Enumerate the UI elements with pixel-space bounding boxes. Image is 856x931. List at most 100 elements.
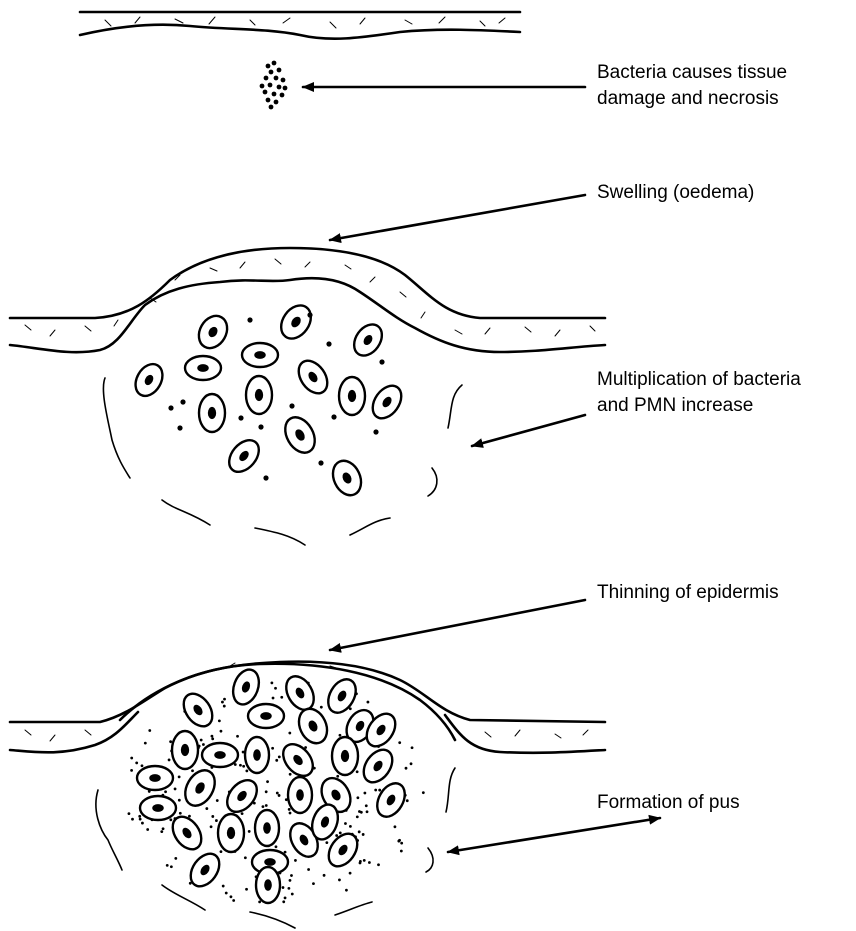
pus-dot [141, 822, 144, 825]
stage-1-hatching [105, 17, 505, 28]
pus-dot [128, 812, 131, 815]
bacterium-dot [277, 68, 282, 73]
pus-dot [170, 865, 173, 868]
pus-dot [188, 815, 191, 818]
arrow-swelling [330, 195, 585, 240]
pus-dot [230, 895, 233, 898]
pus-dot [288, 808, 291, 811]
label-multiplication-line-1: Multiplication of bacteria [597, 367, 801, 393]
pus-dot [210, 825, 213, 828]
pus-dot [218, 719, 221, 722]
pus-dot [289, 879, 292, 882]
pmn-cell [140, 796, 176, 820]
pus-dot [422, 791, 425, 794]
label-bacteria: Bacteria causes tissue damage and necros… [597, 60, 787, 112]
arrow-thinning [330, 600, 585, 650]
pmn-cell [221, 774, 263, 817]
bacterium-dot [177, 425, 182, 430]
pus-dot [138, 815, 141, 818]
pus-dot [178, 799, 181, 802]
pmn-cell [372, 778, 411, 821]
label-swelling-line-1: Swelling (oedema) [597, 180, 754, 206]
label-multiplication-line-2: and PMN increase [597, 393, 801, 419]
pus-dot [289, 812, 292, 815]
pus-dot [211, 815, 214, 818]
bacterium-dot [260, 84, 265, 89]
pus-dot [325, 841, 328, 844]
bacterium-dot [266, 98, 271, 103]
pus-dot [339, 831, 342, 834]
pus-dot [405, 767, 408, 770]
bacterium-dot [280, 93, 285, 98]
arrow-multiplication [472, 415, 585, 446]
bacterium-dot [180, 399, 185, 404]
bacterium-dot [307, 312, 312, 317]
pmn-cell [199, 394, 225, 432]
pus-dot [394, 825, 397, 828]
pmn-cell [193, 311, 233, 353]
pus-dot [148, 729, 151, 732]
pus-dot [344, 822, 347, 825]
pus-dot [146, 828, 149, 831]
pus-dot [222, 885, 225, 888]
pus-dot [168, 759, 171, 762]
pus-dot [271, 747, 274, 750]
bacterium-dot [289, 403, 294, 408]
pmn-cell [167, 811, 207, 854]
pus-dot [139, 818, 142, 821]
bacterium-dot [379, 359, 384, 364]
pus-dot [169, 740, 172, 743]
pus-dot [363, 859, 366, 862]
pus-dot [358, 810, 361, 813]
pus-dot [275, 759, 278, 762]
stage-2-cells [130, 300, 407, 500]
pus-dot [410, 762, 413, 765]
label-pus: Formation of pus [597, 790, 740, 816]
pus-dot [169, 818, 172, 821]
pus-dot [130, 769, 133, 772]
pus-dot [336, 775, 339, 778]
pus-dot [130, 757, 133, 760]
pmn-cell [275, 300, 317, 344]
pus-dot [378, 789, 381, 792]
bacterium-dot [268, 83, 273, 88]
pus-dot [162, 827, 165, 830]
pus-dot [365, 804, 368, 807]
pmn-cell [245, 737, 269, 773]
bacteria-cluster [260, 61, 288, 110]
pus-dot [312, 882, 315, 885]
pmn-cell [328, 456, 367, 500]
pus-dot [406, 799, 409, 802]
pus-dot [398, 741, 401, 744]
pus-dot [291, 893, 294, 896]
pus-dot [232, 899, 235, 902]
bacterium-dot [274, 76, 279, 81]
pus-dot [366, 810, 369, 813]
pus-dot [338, 879, 341, 882]
pmn-cell [279, 412, 321, 458]
label-swelling: Swelling (oedema) [597, 180, 754, 206]
pus-dot [339, 734, 342, 737]
bacterium-dot [281, 78, 286, 83]
bacterium-dot [373, 429, 378, 434]
label-bacteria-line-1: Bacteria causes tissue [597, 60, 787, 86]
pus-dot [287, 887, 290, 890]
label-multiplication: Multiplication of bacteria and PMN incre… [597, 367, 801, 419]
pus-dot [280, 696, 283, 699]
label-thinning-line-1: Thinning of epidermis [597, 580, 779, 606]
pus-dot [367, 701, 370, 704]
pus-dot [359, 860, 362, 863]
pus-dot [356, 770, 359, 773]
pus-dot [356, 796, 359, 799]
pus-dot [374, 789, 377, 792]
pmn-cell [277, 738, 319, 781]
bacterium-dot [266, 64, 271, 69]
pus-dot [174, 788, 177, 791]
pmn-cell [172, 731, 198, 769]
pus-dot [220, 850, 223, 853]
pus-dot [278, 756, 281, 759]
pmn-cell [248, 704, 284, 728]
stage-1-skin [80, 12, 520, 39]
pus-dot [270, 681, 273, 684]
